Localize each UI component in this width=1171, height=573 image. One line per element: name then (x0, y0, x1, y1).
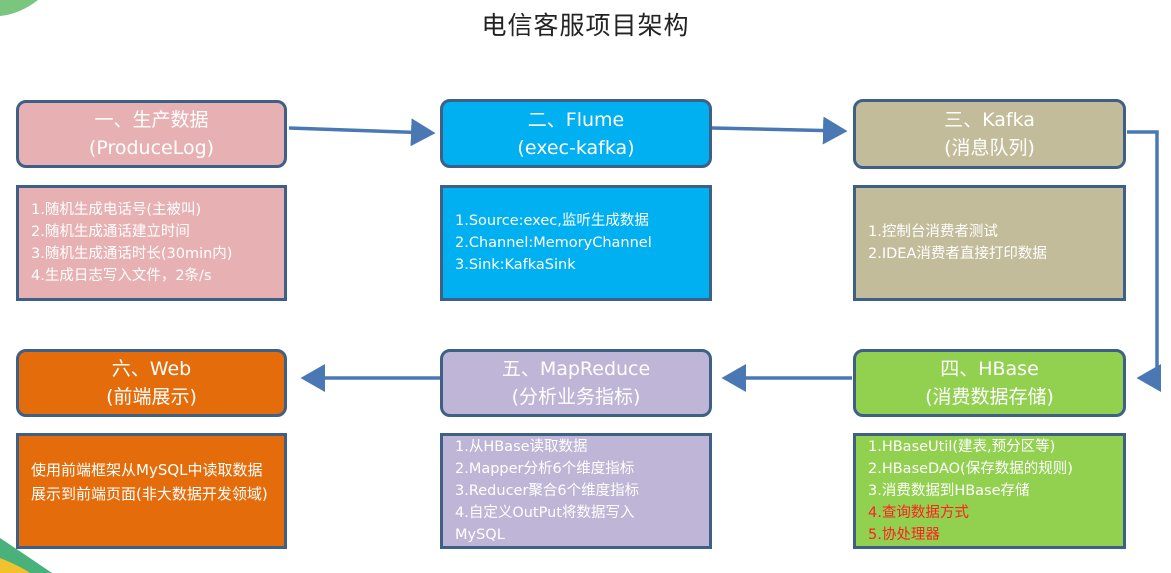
detail-line: MySQL (455, 527, 505, 543)
detail-line: 2.随机生成通话建立时间 (31, 224, 190, 240)
detail-line: 4.生成日志写入文件，2条/s (31, 268, 212, 284)
arrow-produce-to-flume (288, 118, 436, 147)
detail-line: 使用前端框架从MySQL中读取数据展示到前端页面(非大数据开发领域) (31, 461, 268, 503)
detail-line: 3.随机生成通话时长(30min内) (31, 246, 233, 262)
detail-line: 3.Reducer聚合6个维度指标 (455, 483, 640, 499)
detail-line: 2.HBaseDAO(保存数据的规则) (868, 461, 1073, 477)
stage-mapreduce-header: 五、MapReduce (分析业务指标) (440, 349, 712, 417)
stage-web-details: 使用前端框架从MySQL中读取数据展示到前端页面(非大数据开发领域) (16, 433, 287, 549)
stage-mapreduce-title: 五、MapReduce (501, 358, 651, 380)
stage-hbase-title: 四、HBase (940, 358, 1039, 380)
detail-line-highlight: 5.协处理器 (868, 527, 940, 543)
detail-line: 1.HBaseUtil(建表,预分区等) (868, 439, 1056, 455)
stage-web-subtitle: (前端展示) (106, 386, 197, 408)
stage-flume-subtitle: (exec-kafka) (517, 136, 635, 159)
stage-web-header: 六、Web (前端展示) (16, 349, 287, 417)
stage-kafka-title: 三、Kafka (944, 109, 1035, 131)
stage-kafka-subtitle: (消息队列) (944, 137, 1035, 159)
diagram-title: 电信客服项目架构 (481, 11, 690, 40)
stage-web-title: 六、Web (111, 358, 192, 380)
detail-line: 3.消费数据到HBase存储 (868, 483, 1030, 499)
detail-line: 1.Source:exec,监听生成数据 (455, 213, 649, 229)
stage-produce-details: 1.随机生成电话号(主被叫) 2.随机生成通话建立时间 3.随机生成通话时长(3… (16, 185, 287, 301)
stage-mapreduce-details: 1.从HBase读取数据 2.Mapper分析6个维度指标 3.Reducer聚… (440, 433, 712, 549)
stage-kafka-header: 三、Kafka (消息队列) (853, 99, 1126, 169)
stage-hbase-details: 1.HBaseUtil(建表,预分区等) 2.HBaseDAO(保存数据的规则)… (853, 433, 1126, 549)
detail-line: 4.自定义OutPut将数据写入 (455, 505, 635, 521)
detail-line: 3.Sink:KafkaSink (455, 257, 576, 273)
arrow-kafka-to-hbase (1127, 130, 1161, 392)
stage-flume-details: 1.Source:exec,监听生成数据 2.Channel:MemoryCha… (440, 185, 712, 301)
detail-line: 2.IDEA消费者直接打印数据 (868, 246, 1047, 262)
detail-line: 1.从HBase读取数据 (455, 439, 588, 455)
detail-line: 1.控制台消费者测试 (868, 224, 998, 240)
stage-mapreduce-subtitle: (分析业务指标) (511, 386, 641, 408)
detail-line-highlight: 4.查询数据方式 (868, 505, 969, 521)
detail-line: 2.Channel:MemoryChannel (455, 235, 652, 251)
corner-decoration-bottom-left (0, 538, 52, 573)
stage-produce-header: 一、生产数据 (ProduceLog) (16, 100, 287, 168)
stage-hbase-header: 四、HBase (消费数据存储) (853, 349, 1126, 417)
detail-line: 2.Mapper分析6个维度指标 (455, 461, 635, 477)
corner-decoration-top-left (0, 0, 38, 16)
stage-flume-header: 二、Flume (exec-kafka) (440, 99, 712, 168)
detail-line: 1.随机生成电话号(主被叫) (31, 202, 202, 218)
stage-produce-subtitle: (ProduceLog) (88, 137, 215, 159)
arrow-flume-to-kafka (711, 116, 848, 145)
stage-kafka-details: 1.控制台消费者测试 2.IDEA消费者直接打印数据 (853, 185, 1126, 301)
stage-produce-title: 一、生产数据 (94, 109, 209, 131)
stage-hbase-subtitle: (消费数据存储) (925, 386, 1054, 408)
stage-flume-title: 二、Flume (527, 108, 625, 131)
